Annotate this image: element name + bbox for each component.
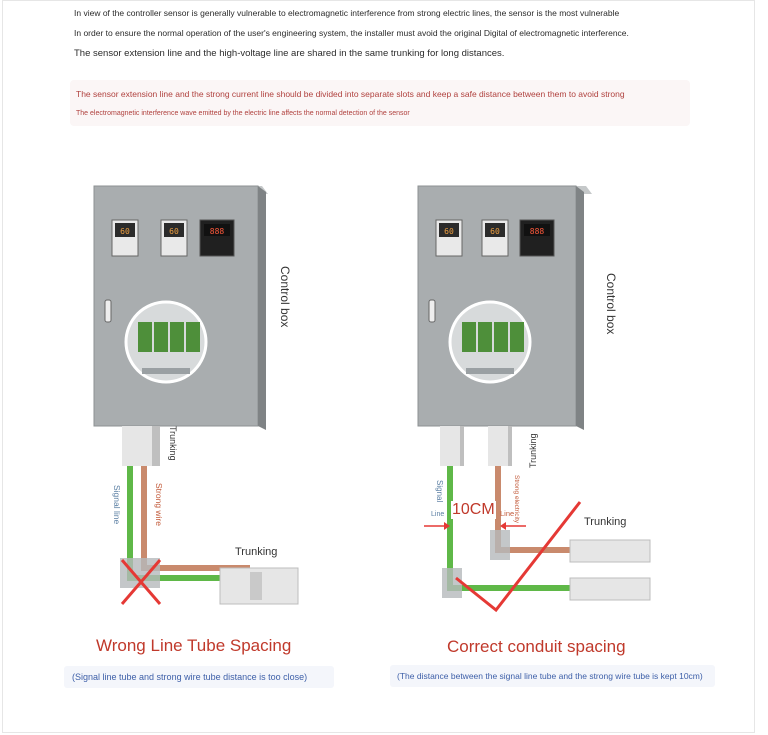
signal-line-label: Signal line <box>112 485 122 525</box>
wrong-spacing-subtitle: (Signal line tube and strong wire tube d… <box>72 672 308 682</box>
trunking-side-label: Trunking <box>235 546 278 558</box>
controller-display-3: 888 <box>210 227 225 236</box>
warning-line-2: The electromagnetic interference wave em… <box>76 110 410 117</box>
controller-display-1: 60 <box>444 227 454 236</box>
correct-spacing-subtitle: (The distance between the signal line tu… <box>397 671 703 681</box>
correct-spacing-title: Correct conduit spacing <box>447 637 626 656</box>
controller-display-1: 60 <box>120 227 130 236</box>
warning-line-1: The sensor extension line and the strong… <box>76 89 625 99</box>
intro-line-3: The sensor extension line and the high-v… <box>74 48 505 59</box>
wrong-subtitle-bg <box>64 666 334 688</box>
intro-line-2: In order to ensure the normal operation … <box>74 28 629 38</box>
controller-display-2: 60 <box>169 227 179 236</box>
wrong-spacing-diagram: 60 60 888 Control box Trunking Signal line… <box>90 180 420 620</box>
control-box-label: Control box <box>604 273 618 335</box>
trunking-top-label: Trunking <box>528 433 538 468</box>
distance-label: 10CM <box>451 501 496 519</box>
wrong-spacing-title: Wrong Line Tube Spacing <box>96 636 292 655</box>
page-frame <box>2 0 755 733</box>
controller-display-3: 888 <box>530 227 545 236</box>
warning-box <box>70 80 690 126</box>
control-box-label: Control box <box>278 266 292 328</box>
intro-line-1: In view of the controller sensor is gene… <box>74 8 620 18</box>
trunking-top-label: Trunking <box>168 426 178 461</box>
correct-subtitle-bg <box>390 665 715 687</box>
signal-label: Signal <box>435 480 444 503</box>
strong-line-word: Line <box>500 509 515 518</box>
controller-display-2: 60 <box>490 227 500 236</box>
trunking-side-label: Trunking <box>584 516 627 528</box>
strong-wire-label: Strong wire <box>154 483 164 526</box>
signal-line-word: Line <box>431 511 445 518</box>
correct-spacing-diagram: 60 60 888 Control box Trunking Signal Line… <box>414 180 744 620</box>
correct-spacing-illustration: 60 60 888 <box>417 185 651 613</box>
wrong-spacing-illustration: 60 60 888 <box>93 185 299 605</box>
